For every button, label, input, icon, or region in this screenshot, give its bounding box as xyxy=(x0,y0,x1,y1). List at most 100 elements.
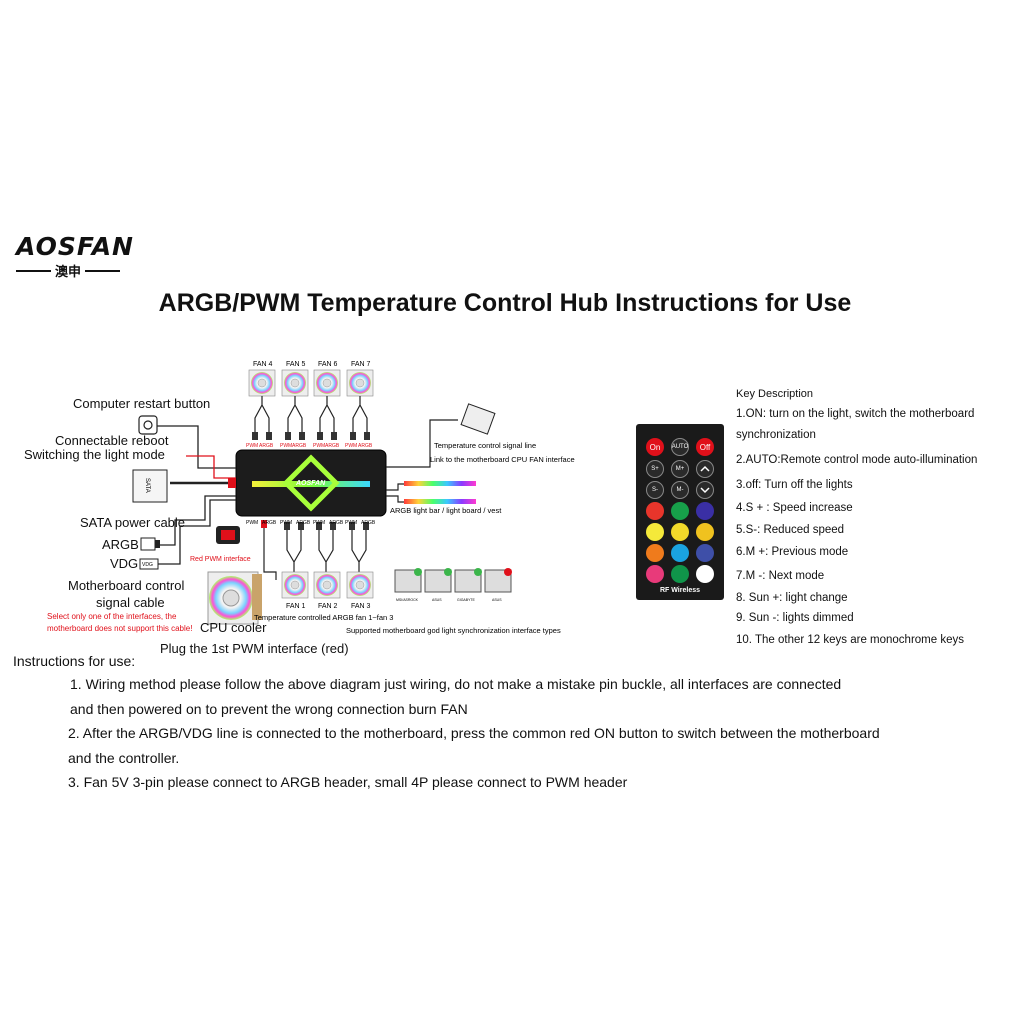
fan-6-label: FAN 6 xyxy=(318,361,338,368)
instruction-line: and the controller. xyxy=(68,750,180,766)
remote-color-button[interactable] xyxy=(671,565,689,583)
sata-tag: SATA xyxy=(144,478,150,493)
instruction-line: and then powered on to prevent the wrong… xyxy=(70,701,468,717)
mb-control-label: Motherboard control xyxy=(68,578,185,593)
svg-text:ARGB: ARGB xyxy=(329,520,344,526)
select-note-1: Select only one of the interfaces, the xyxy=(47,612,177,621)
svg-text:ARGB: ARGB xyxy=(325,443,340,449)
sun-up-icon xyxy=(700,465,710,472)
fan-1 xyxy=(281,571,309,599)
remote-color-button[interactable] xyxy=(696,523,714,541)
svg-text:PWM: PWM xyxy=(313,443,325,449)
brand-asus-1: ASUS xyxy=(432,598,442,602)
remote-mode-down-button[interactable]: M- xyxy=(671,481,689,499)
key-description-title: Key Description xyxy=(736,388,814,400)
top-fan-cables xyxy=(254,396,368,438)
remote-color-button[interactable] xyxy=(696,544,714,562)
light-bar-label: ARGB light bar / light board / vest xyxy=(390,506,502,515)
svg-text:ARGB: ARGB xyxy=(259,443,274,449)
remote-color-button[interactable] xyxy=(696,502,714,520)
remote-color-button[interactable] xyxy=(671,523,689,541)
brand-name: AOSFAN xyxy=(16,232,134,261)
instructions-heading: Instructions for use: xyxy=(13,653,136,669)
fan-6 xyxy=(313,369,341,397)
restart-label: Computer restart button xyxy=(73,396,211,411)
remote-color-button[interactable] xyxy=(671,502,689,520)
vdg-plug: VDG xyxy=(139,558,159,570)
fan-5 xyxy=(281,369,309,397)
instruction-line: 3. Fan 5V 3-pin please connect to ARGB h… xyxy=(68,774,628,790)
svg-text:ARGB: ARGB xyxy=(296,520,311,526)
fan-5-label: FAN 5 xyxy=(286,361,306,368)
left-cables xyxy=(157,425,236,565)
mb-interface-types: MSI/ASROCK ASUS GIGABYTE ASUS xyxy=(394,568,512,602)
red-pwm-connector xyxy=(216,526,240,544)
vdg-tag: VDG xyxy=(142,562,153,568)
svg-text:ARGB: ARGB xyxy=(358,443,373,449)
switch-mode-label: Switching the light mode xyxy=(24,447,165,462)
red-pwm-label: Red PWM interface xyxy=(190,556,251,563)
key-item: synchronization xyxy=(736,429,816,441)
remote-color-button[interactable] xyxy=(671,544,689,562)
key-item: 4.S + : Speed increase xyxy=(736,502,853,514)
key-item: 10. The other 12 keys are monochrome key… xyxy=(736,634,964,646)
sata-connector: SATA xyxy=(132,469,168,503)
key-item: 6.M +: Previous mode xyxy=(736,546,849,558)
key-item: 5.S-: Reduced speed xyxy=(736,524,845,536)
brand-sub: 澳申 xyxy=(55,264,82,279)
temp-signal-label: Temperature control signal line xyxy=(434,441,536,450)
key-item: 7.M -: Next mode xyxy=(736,570,825,582)
remote-control: On AUTO Off S+ M+ S- M- RF Wireless xyxy=(636,424,724,600)
remote-auto-button[interactable]: AUTO xyxy=(671,438,689,456)
svg-text:ARGB: ARGB xyxy=(292,443,307,449)
remote-speed-up-button[interactable]: S+ xyxy=(646,460,664,478)
remote-color-button[interactable] xyxy=(646,502,664,520)
brand-logo: AOSFAN 澳申 xyxy=(16,232,134,280)
svg-text:PWM: PWM xyxy=(345,520,357,526)
temp-sensor xyxy=(386,403,496,468)
key-item: 8. Sun +: light change xyxy=(736,592,848,604)
fan-7-label: FAN 7 xyxy=(351,361,371,368)
instruction-line: 1. Wiring method please follow the above… xyxy=(70,676,842,692)
fan-4-label: FAN 4 xyxy=(253,361,273,368)
remote-color-button[interactable] xyxy=(646,523,664,541)
cpu-cooler xyxy=(207,571,262,625)
instruction-line: 2. After the ARGB/VDG line is connected … xyxy=(68,725,880,741)
remote-color-button[interactable] xyxy=(646,565,664,583)
remote-sun-up-button[interactable] xyxy=(696,460,714,478)
page-title: ARGB/PWM Temperature Control Hub Instruc… xyxy=(158,289,852,317)
fan-2 xyxy=(313,571,341,599)
remote-color-button[interactable] xyxy=(696,565,714,583)
remote-speed-down-button[interactable]: S- xyxy=(646,481,664,499)
remote-mode-up-button[interactable]: M+ xyxy=(671,460,689,478)
key-item: 3.off: Turn off the lights xyxy=(736,479,853,491)
remote-sun-down-button[interactable] xyxy=(696,481,714,499)
signal-cable-label: signal cable xyxy=(96,595,165,610)
remote-off-button[interactable]: Off xyxy=(696,438,714,456)
fan-1-label: FAN 1 xyxy=(286,603,306,610)
link-mb-label: Link to the motherboard CPU FAN interfac… xyxy=(430,455,575,464)
svg-text:PWM: PWM xyxy=(345,443,357,449)
rf-wireless-label: RF Wireless xyxy=(659,587,700,594)
remote-on-button[interactable]: On xyxy=(646,438,664,456)
hub-logo: AOSFAN xyxy=(295,480,326,487)
temp-fans-label: Temperature controlled ARGB fan 1~fan 3 xyxy=(254,613,393,622)
remote-color-button[interactable] xyxy=(646,544,664,562)
key-item: 1.ON: turn on the light, switch the moth… xyxy=(736,408,975,420)
plug-first-label: Plug the 1st PWM interface (red) xyxy=(160,641,349,656)
svg-text:PWM: PWM xyxy=(246,520,258,526)
sata-label: SATA power cable xyxy=(80,515,186,530)
key-item: 2.AUTO:Remote control mode auto-illumina… xyxy=(736,454,978,466)
argb-label: ARGB xyxy=(102,537,139,552)
select-note-2: motherboard does not support this cable! xyxy=(47,624,193,633)
supported-label: Supported motherboard god light synchron… xyxy=(346,626,561,635)
brand-msi: MSI/ASROCK xyxy=(396,598,419,602)
bottom-fan-cables xyxy=(263,522,367,580)
brand-asus-2: ASUS xyxy=(492,598,502,602)
svg-text:ARGB: ARGB xyxy=(262,520,277,526)
fan-3 xyxy=(346,571,374,599)
control-hub: AOSFAN xyxy=(235,449,387,517)
reboot-label: Connectable reboot xyxy=(55,433,169,448)
